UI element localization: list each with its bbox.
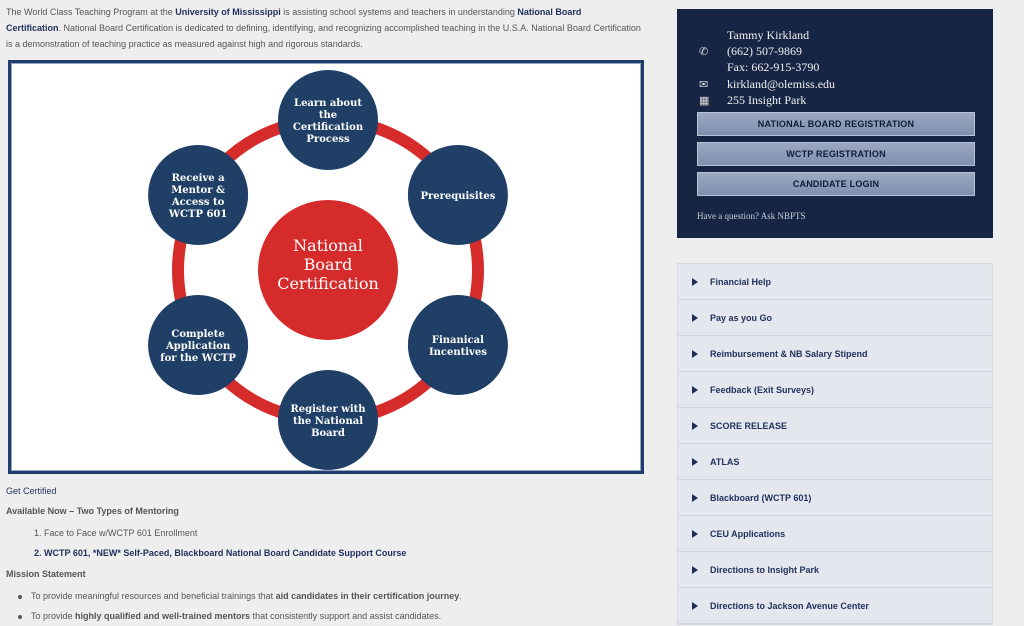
- contact-email-link[interactable]: kirkland@olemiss.edu: [727, 77, 836, 91]
- triangle-right-icon: [692, 313, 698, 322]
- intro-text: . National Board Certification is dedica…: [58, 23, 641, 33]
- main-content: The World Class Teaching Program at the …: [6, 0, 646, 52]
- intro-text: The World Class Teaching Program at the: [6, 7, 176, 17]
- get-certified-link[interactable]: Get Certified: [6, 486, 57, 496]
- nbc-link-2[interactable]: Certification: [6, 23, 59, 33]
- triangle-right-icon: [692, 277, 698, 286]
- menu-item-blackboard[interactable]: Blackboard (WCTP 601): [678, 480, 992, 516]
- menu-item-ceu-applications[interactable]: CEU Applications: [678, 516, 992, 552]
- nbc-link[interactable]: National Board: [517, 7, 582, 17]
- menu-item-financial-help[interactable]: Financial Help: [678, 264, 992, 300]
- cycle-node: [278, 370, 378, 470]
- phone-icon: ✆: [699, 46, 709, 58]
- menu-item-score-release[interactable]: SCORE RELEASE: [678, 408, 992, 444]
- mission-heading: Mission Statement: [6, 569, 86, 579]
- contact-phone: (662) 507-9869: [727, 44, 802, 58]
- triangle-right-icon: [692, 421, 698, 430]
- contact-panel: Tammy Kirkland ✆ (662) 507-9869 Fax: 662…: [677, 9, 993, 238]
- menu-item-feedback[interactable]: Feedback (Exit Surveys): [678, 372, 992, 408]
- cycle-node: [407, 295, 508, 395]
- triangle-right-icon: [692, 349, 698, 358]
- center-circle: [258, 200, 398, 340]
- cycle-node: [148, 145, 249, 245]
- menu-item-atlas[interactable]: ATLAS: [678, 444, 992, 480]
- mentoring-item-2-link[interactable]: 2. WCTP 601, *NEW* Self-Paced, Blackboar…: [34, 548, 407, 558]
- mentoring-item-1: 1. Face to Face w/WCTP 601 Enrollment: [34, 528, 198, 538]
- intro-text: is assisting school systems and teachers…: [280, 7, 518, 17]
- side-menu: Financial Help Pay as you Go Reimburseme…: [677, 263, 993, 625]
- contact-name: Tammy Kirkland: [727, 28, 810, 42]
- ask-nbpts-link[interactable]: Have a question? Ask NBPTS: [697, 211, 806, 221]
- triangle-right-icon: [692, 601, 698, 610]
- univ-link[interactable]: University of Mississippi: [175, 7, 281, 17]
- contact-fax: Fax: 662-915-3790: [727, 60, 820, 74]
- menu-item-directions-jackson[interactable]: Directions to Jackson Avenue Center: [678, 588, 992, 624]
- triangle-right-icon: [692, 385, 698, 394]
- menu-item-pay-as-you-go[interactable]: Pay as you Go: [678, 300, 992, 336]
- cycle-node: [278, 70, 378, 170]
- intro-text: is a demonstration of teaching practice …: [6, 39, 363, 49]
- cycle-node-label: Prerequisites: [420, 191, 495, 202]
- mission-item-1: To provide meaningful resources and bene…: [18, 591, 462, 601]
- triangle-right-icon: [692, 565, 698, 574]
- building-icon: ▦: [699, 95, 710, 107]
- cycle-node: [407, 145, 508, 245]
- menu-item-reimbursement[interactable]: Reimbursement & NB Salary Stipend: [678, 336, 992, 372]
- email-icon: ✉: [699, 79, 709, 91]
- triangle-right-icon: [692, 457, 698, 466]
- menu-item-directions-insight-park[interactable]: Directions to Insight Park: [678, 552, 992, 588]
- triangle-right-icon: [692, 529, 698, 538]
- mission-item-2: To provide highly qualified and well-tra…: [18, 611, 441, 621]
- cycle-node: [148, 295, 249, 395]
- contact-address: 255 Insight Park: [727, 93, 807, 107]
- intro-paragraph: The World Class Teaching Program at the …: [6, 0, 646, 52]
- mentoring-heading: Available Now – Two Types of Mentoring: [6, 506, 179, 516]
- national-board-registration-button[interactable]: NATIONAL BOARD REGISTRATION: [697, 112, 975, 136]
- triangle-right-icon: [692, 493, 698, 502]
- candidate-login-button[interactable]: CANDIDATE LOGIN: [697, 172, 975, 196]
- wctp-registration-button[interactable]: WCTP REGISTRATION: [697, 142, 975, 166]
